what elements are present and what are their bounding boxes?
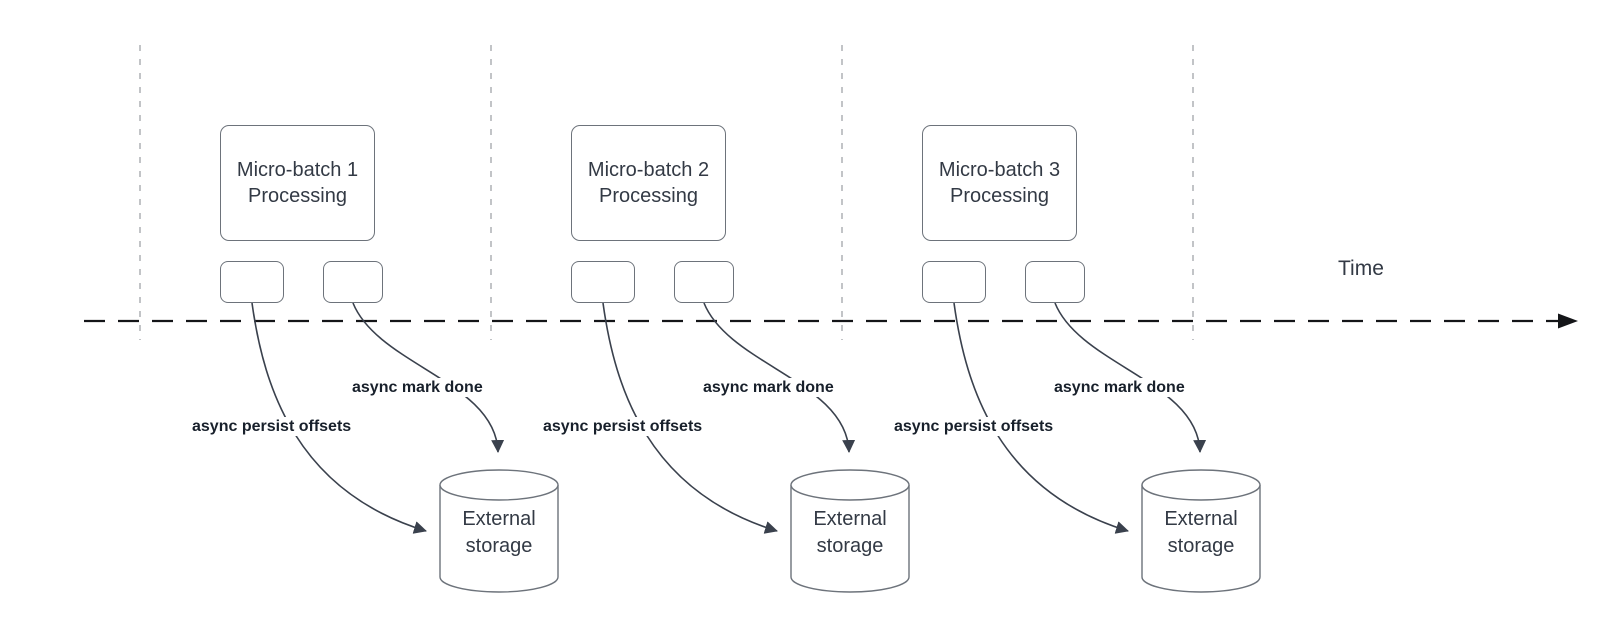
storage-label-line1: External — [813, 508, 887, 530]
external-storage-cylinder — [1141, 469, 1261, 593]
async-mark-done-label: async mark done — [350, 378, 485, 397]
external-storage-label: External storage — [1142, 470, 1260, 592]
mark-done-task-box — [323, 261, 383, 303]
proc-box-title-line2: Processing — [950, 185, 1049, 207]
async-persist-offsets-label: async persist offsets — [892, 417, 1056, 436]
storage-label-line1: External — [462, 508, 536, 530]
storage-label-line1: External — [1164, 508, 1238, 530]
persist-offsets-task-box — [220, 261, 284, 303]
persist-offsets-task-box — [922, 261, 986, 303]
segment-microbatch-1: Micro-batch 1 Processing async mark done… — [140, 0, 536, 642]
storage-label-line2: storage — [465, 535, 533, 557]
proc-box-title-line1: Micro-batch 3 — [938, 159, 1061, 181]
micro-batch-processing-box: Micro-batch 2 Processing — [571, 125, 726, 241]
async-mark-done-label: async mark done — [1052, 378, 1187, 397]
segment-microbatch-2: Micro-batch 2 Processing async mark done… — [491, 0, 887, 642]
async-mark-done-label: async mark done — [701, 378, 836, 397]
persist-offsets-task-box — [571, 261, 635, 303]
proc-box-title-line1: Micro-batch 1 — [236, 159, 359, 181]
external-storage-label: External storage — [440, 470, 558, 592]
async-persist-offsets-label: async persist offsets — [190, 417, 354, 436]
external-storage-cylinder — [439, 469, 559, 593]
time-axis-label: Time — [1338, 257, 1384, 280]
storage-label-line2: storage — [1167, 535, 1235, 557]
external-storage-label: External storage — [791, 470, 909, 592]
storage-label-line2: storage — [816, 535, 884, 557]
async-persist-offsets-label: async persist offsets — [541, 417, 705, 436]
async-mark-done-arrow — [1054, 302, 1207, 453]
mark-done-task-box — [1025, 261, 1085, 303]
micro-batch-processing-box: Micro-batch 3 Processing — [922, 125, 1077, 241]
async-mark-done-arrow — [352, 302, 505, 453]
async-mark-done-arrow — [703, 302, 856, 453]
mark-done-task-box — [674, 261, 734, 303]
proc-box-title-line1: Micro-batch 2 — [587, 159, 710, 181]
proc-box-title-line2: Processing — [248, 185, 347, 207]
proc-box-title-line2: Processing — [599, 185, 698, 207]
time-axis-arrowhead — [1558, 313, 1578, 329]
segment-microbatch-3: Micro-batch 3 Processing async mark done… — [842, 0, 1238, 642]
segment-2-graphics — [602, 302, 910, 593]
micro-batch-processing-box: Micro-batch 1 Processing — [220, 125, 375, 241]
external-storage-cylinder — [790, 469, 910, 593]
